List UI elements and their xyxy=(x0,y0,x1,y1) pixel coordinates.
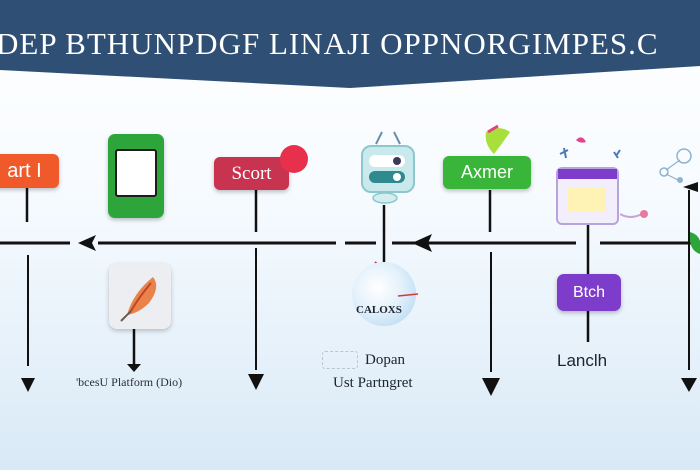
start-label: art I xyxy=(7,159,42,182)
globe-icon xyxy=(352,262,416,326)
phone-screen xyxy=(115,149,157,197)
globe-tick-icon xyxy=(397,293,419,297)
partner-label: Ust Partngret xyxy=(333,375,413,391)
timeline-arrow-left-1 xyxy=(78,235,96,251)
platform-label: 'bcesU Platform (Dio) xyxy=(76,375,183,389)
sprout-icon xyxy=(485,124,510,154)
monitor-icon xyxy=(556,167,619,225)
phone-icon xyxy=(108,134,164,218)
start-node: art I xyxy=(0,154,59,188)
arrow-down-start xyxy=(21,378,35,392)
feather-icon xyxy=(120,277,157,322)
launch-label: Lanclh xyxy=(557,351,608,370)
leaf-icon xyxy=(689,232,700,254)
antenna-icon xyxy=(375,131,401,145)
monitor-titlebar xyxy=(558,169,617,179)
batch-label: Btch xyxy=(572,283,605,301)
red-dot-icon xyxy=(280,145,308,173)
axmer-label: Axmer xyxy=(460,162,513,182)
arrow-down-scort xyxy=(248,374,264,390)
robot-face-icon xyxy=(369,155,405,183)
arrow-down-right xyxy=(681,378,697,392)
sparkle-icon xyxy=(559,137,621,159)
robot-icon xyxy=(361,145,415,193)
batch-node: Btch xyxy=(557,274,621,311)
axmer-node: Axmer xyxy=(443,156,531,189)
network-icon xyxy=(659,148,692,183)
timeline-arrow-left-2 xyxy=(412,234,432,252)
feather-tile xyxy=(109,263,171,329)
arrow-down-axmer xyxy=(482,378,500,396)
scort-label: Scort xyxy=(231,162,272,184)
globe-label: CALOXS xyxy=(356,304,402,316)
monitor-content xyxy=(568,187,606,211)
arrow-right-network xyxy=(683,182,698,192)
faint-logo-mark xyxy=(322,351,358,369)
design-label: Dopan xyxy=(365,352,405,368)
cable-icon xyxy=(620,210,648,218)
scort-node: Scort xyxy=(214,157,289,190)
robot-base-icon xyxy=(372,192,398,204)
arrow-down-platform xyxy=(127,364,141,372)
header-title: DEP BTHUNPDGF LINAJI OPPNORGIMPES.C xyxy=(0,26,659,61)
